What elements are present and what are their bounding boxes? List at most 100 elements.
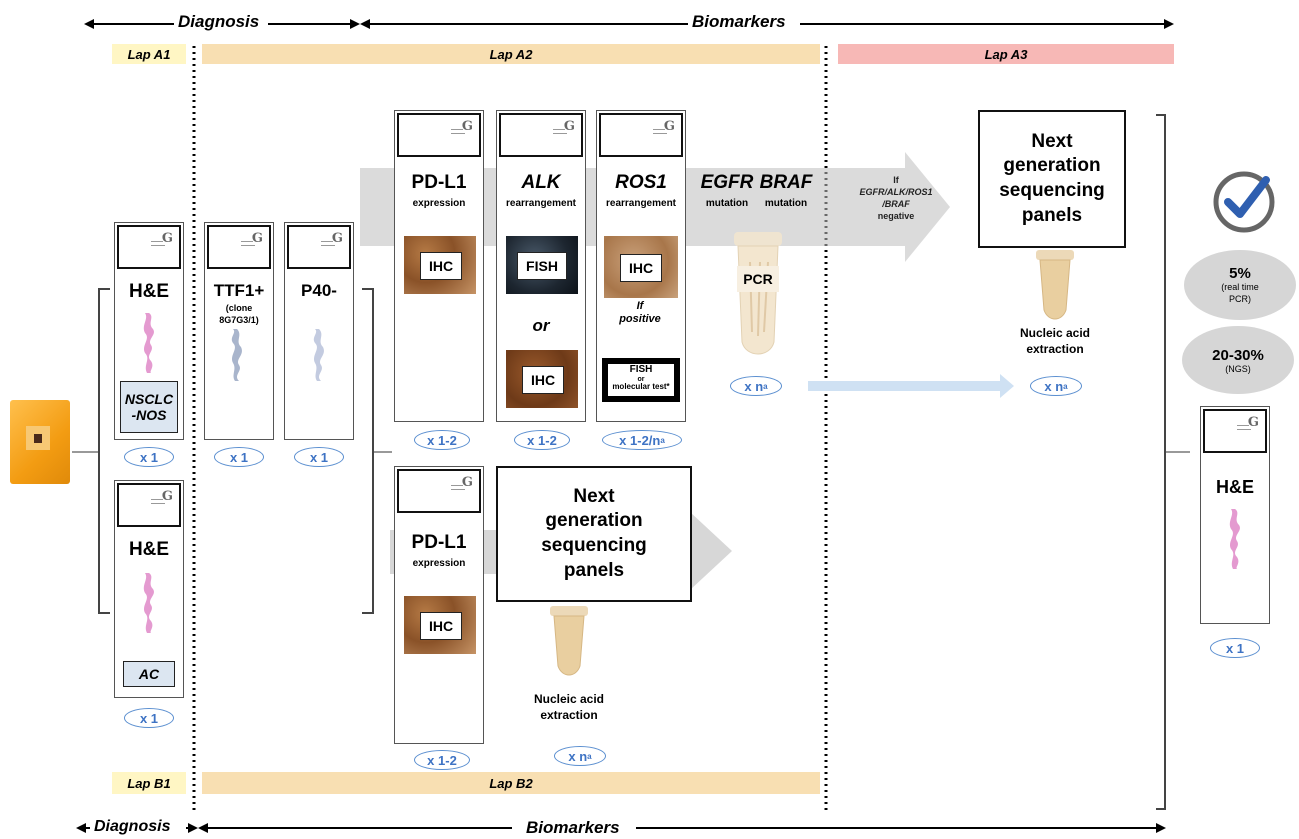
ac-box: AC bbox=[123, 661, 175, 687]
right-bracket bbox=[1156, 114, 1166, 810]
braf-title: BRAF bbox=[759, 172, 813, 193]
bottom-biomarkers-label: Biomarkers bbox=[522, 818, 624, 838]
count-text: x n bbox=[568, 748, 588, 764]
molecular-test-label: molecular test* bbox=[612, 381, 670, 391]
egfr-title: EGFR bbox=[700, 172, 754, 193]
logo-icon: G bbox=[451, 475, 473, 493]
pdl1-title: PD-L1 bbox=[411, 172, 467, 193]
rate-ellipse: 5% (real time PCR) bbox=[1184, 250, 1296, 320]
logo-icon: G bbox=[241, 231, 263, 249]
tissue-sample-icon bbox=[231, 329, 242, 381]
superscript: a bbox=[1063, 381, 1068, 391]
count-oval: x 1 bbox=[124, 708, 174, 728]
ngs-panel-box: Next generation sequencing panels bbox=[496, 466, 692, 602]
tissue-sample-icon bbox=[143, 313, 154, 373]
ihc-label: IHC bbox=[522, 366, 564, 394]
top-biomarkers-label: Biomarkers bbox=[688, 12, 790, 32]
count-oval: x 1 bbox=[214, 447, 264, 467]
nsclc-nos-box: NSCLC -NOS bbox=[120, 381, 178, 433]
count-oval: x 1 bbox=[294, 447, 344, 467]
ttf1-clone: (clone 8G7G3/1) bbox=[219, 303, 259, 325]
slide-label-area: G bbox=[499, 113, 583, 157]
or-label: or bbox=[637, 375, 645, 383]
p40-label: P40- bbox=[301, 281, 337, 300]
or-label: or bbox=[532, 316, 550, 335]
he-slide-a: G H&E NSCLC -NOS bbox=[114, 222, 184, 440]
logo-icon: G bbox=[151, 231, 173, 249]
ihc-label: IHC bbox=[420, 612, 462, 640]
he-label: H&E bbox=[1215, 477, 1254, 497]
slide-label-area: G bbox=[1203, 409, 1267, 453]
logo-icon: G bbox=[653, 119, 675, 137]
paraffin-block-icon bbox=[10, 400, 70, 484]
middle-bracket bbox=[362, 288, 374, 614]
pdl1-sub: expression bbox=[412, 198, 466, 209]
pcr-label: PCR bbox=[737, 266, 779, 292]
logo-icon: G bbox=[553, 119, 575, 137]
top-diagnosis-label: Diagnosis bbox=[174, 12, 264, 32]
slide-label-area: G bbox=[207, 225, 271, 269]
he-label: H&E bbox=[128, 281, 170, 302]
note-negative: negative bbox=[877, 211, 915, 222]
slide-label-area: G bbox=[117, 483, 181, 527]
he-final-slide: G H&E bbox=[1200, 406, 1270, 624]
count-oval: x 1-2 bbox=[414, 750, 470, 770]
he-label: H&E bbox=[128, 539, 170, 560]
p40-slide: G P40- bbox=[284, 222, 354, 440]
extraction-label: Nucleic acid extraction bbox=[533, 692, 605, 722]
extraction-label: Nucleic acid extraction bbox=[1019, 326, 1091, 356]
alk-title: ALK bbox=[521, 172, 561, 193]
slide-label-area: G bbox=[599, 113, 683, 157]
superscript: a bbox=[587, 751, 592, 761]
count-text: x 1-2/n bbox=[619, 432, 661, 448]
if-positive-label: If positive bbox=[619, 300, 661, 326]
alk-sub: rearrangement bbox=[505, 198, 577, 209]
negative-note: If EGFR/ALK/ROS1 /BRAF negative bbox=[846, 174, 946, 223]
lap-a2: Lap A2 bbox=[202, 44, 820, 64]
tube-icon bbox=[1036, 250, 1074, 320]
note-genes: EGFR/ALK/ROS1 /BRAF bbox=[859, 187, 933, 210]
slide-label-area: G bbox=[117, 225, 181, 269]
rate-note: (real time PCR) bbox=[1221, 282, 1259, 304]
fish-confirm-image: FISH or molecular test* bbox=[602, 358, 680, 402]
logo-icon: G bbox=[451, 119, 473, 137]
count-text: x n bbox=[1044, 378, 1064, 394]
lap-b2: Lap B2 bbox=[202, 772, 820, 794]
count-oval: x 1-2 bbox=[414, 430, 470, 450]
pcr-tube-icon bbox=[734, 232, 782, 355]
tissue-sample-icon bbox=[1229, 509, 1240, 569]
ngs-panel-box: Next generation sequencing panels bbox=[978, 110, 1126, 248]
logo-icon: G bbox=[321, 231, 343, 249]
slide-label-area: G bbox=[287, 225, 351, 269]
slide-label-area: G bbox=[397, 469, 481, 513]
pdl1-b-sub: expression bbox=[412, 558, 466, 569]
count-oval: x 1-2 bbox=[514, 430, 570, 450]
ihc-label: IHC bbox=[620, 254, 662, 282]
superscript: a bbox=[763, 381, 768, 391]
rate-ellipse: 20-30% (NGS) bbox=[1182, 326, 1294, 394]
left-bracket bbox=[98, 288, 110, 614]
logo-icon: G bbox=[151, 489, 173, 507]
logo-icon: G bbox=[1237, 415, 1259, 433]
fish-label: FISH bbox=[629, 364, 653, 375]
note-if: If bbox=[893, 175, 899, 185]
rate-value: 5% bbox=[1229, 265, 1251, 283]
tissue-sample-icon bbox=[313, 329, 324, 381]
superscript: a bbox=[660, 435, 665, 445]
he-slide-b: G H&E AC bbox=[114, 480, 184, 698]
tube-icon bbox=[550, 606, 588, 676]
lap-b1: Lap B1 bbox=[112, 772, 186, 794]
ttf1-label: TTF1+ bbox=[213, 281, 265, 300]
fish-label: FISH bbox=[517, 252, 567, 280]
rate-value: 20-30% bbox=[1212, 346, 1264, 364]
tissue-sample-icon bbox=[143, 573, 154, 633]
ttf1-slide: G TTF1+ (clone 8G7G3/1) bbox=[204, 222, 274, 440]
egfr-sub: mutation bbox=[705, 198, 749, 209]
ros1-sub: rearrangement bbox=[605, 198, 677, 209]
slide-label-area: G bbox=[397, 113, 481, 157]
lap-a1: Lap A1 bbox=[112, 44, 186, 64]
